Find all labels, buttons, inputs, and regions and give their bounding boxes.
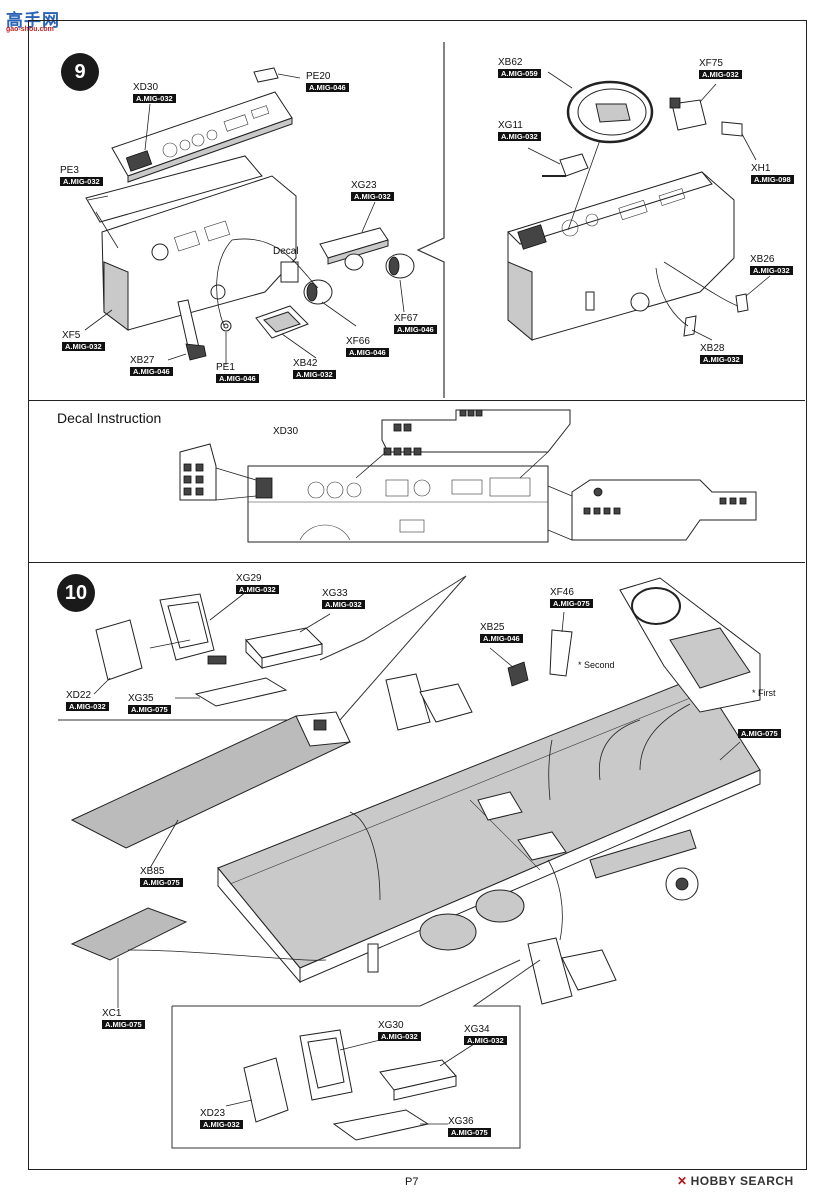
step9-dashboard-exploded: [84, 67, 415, 365]
site-logo-url: gao-shou.com: [6, 26, 54, 33]
hobby-search-mark-icon: ✕: [677, 1174, 688, 1188]
step10-floor-assembly: [58, 575, 761, 1149]
page-frame: [28, 20, 807, 1170]
note-first: * First: [752, 688, 776, 698]
step-9-number: 9: [61, 53, 99, 91]
step-10-number: 10: [57, 574, 95, 612]
decal-divider: [28, 562, 805, 563]
decal-instruction-title: Decal Instruction: [57, 410, 162, 426]
decal-instruction-drawing: [179, 409, 757, 543]
label-decal: Decal: [273, 246, 299, 257]
step9-divider: [28, 400, 805, 401]
step9-dashboard-assembled: [507, 71, 771, 342]
page-number: P7: [405, 1176, 419, 1188]
note-second: * Second: [578, 660, 615, 670]
hobby-search-watermark: ✕HOBBY SEARCH: [677, 1174, 794, 1188]
decal-label-xd30: XD30: [273, 426, 299, 437]
label-floor-paint: A.MIG-075: [738, 728, 781, 738]
